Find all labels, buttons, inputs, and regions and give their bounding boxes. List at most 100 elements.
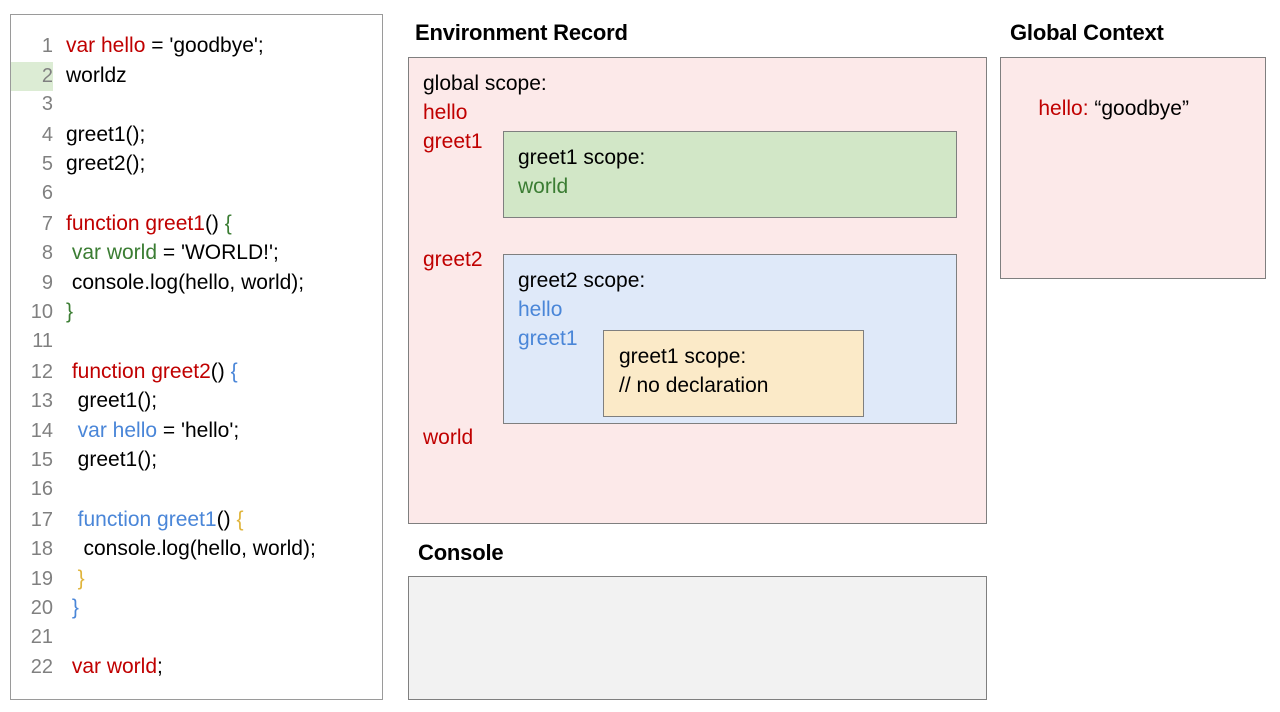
- code-token: {: [236, 507, 244, 531]
- line-number: 21: [30, 625, 53, 648]
- code-token: var hello: [66, 418, 158, 442]
- code-line[interactable]: 8 var world = 'WORLD!';: [11, 238, 382, 268]
- line-number: 20: [30, 597, 53, 620]
- global-binding-greet1: greet1: [423, 130, 483, 153]
- code-line-text: var hello = 'hello';: [53, 416, 240, 446]
- global-context-title: Global Context: [1010, 20, 1164, 45]
- greet1-scope-box: greet1 scope: world: [503, 131, 957, 218]
- code-token: function greet1: [66, 507, 217, 531]
- environment-record-title: Environment Record: [415, 20, 628, 45]
- line-number: 10: [30, 301, 53, 324]
- code-line[interactable]: 16: [11, 475, 382, 505]
- code-token: ;: [157, 655, 163, 679]
- code-line-text: var world = 'WORLD!';: [53, 238, 279, 268]
- code-line[interactable]: 3: [11, 90, 382, 120]
- code-line-text: greet1();: [53, 445, 157, 475]
- code-token: (): [216, 507, 237, 531]
- code-line[interactable]: 12 function greet2() {: [11, 357, 382, 387]
- code-token: var world: [66, 655, 158, 679]
- nested-greet1-scope-box: greet1 scope: // no declaration: [603, 330, 864, 417]
- console-output: [409, 577, 986, 597]
- greet2-scope-binding-hello: hello: [518, 298, 563, 321]
- greet1-scope-binding-world: world: [518, 175, 569, 198]
- code-token: {: [230, 359, 238, 383]
- code-line[interactable]: 9 console.log(hello, world);: [11, 268, 382, 298]
- code-line[interactable]: 22 var world;: [11, 652, 382, 682]
- global-binding-greet2: greet2: [423, 248, 483, 271]
- code-line[interactable]: 11: [11, 327, 382, 357]
- code-line[interactable]: 17 function greet1() {: [11, 505, 382, 535]
- environment-record-box: global scope: hello greet1 greet2 world …: [408, 57, 987, 524]
- line-number: 18: [30, 538, 53, 561]
- global-context-entry-key: hello:: [1038, 97, 1089, 120]
- code-line-text: function greet1() {: [53, 505, 244, 535]
- code-token: greet2();: [66, 152, 146, 176]
- code-token: var hello: [66, 34, 146, 57]
- console-box[interactable]: [408, 576, 987, 700]
- code-line[interactable]: 13 greet1();: [11, 386, 382, 416]
- line-number: 9: [41, 271, 53, 294]
- code-token: = 'goodbye';: [145, 34, 264, 57]
- code-line[interactable]: 20 }: [11, 593, 382, 623]
- code-token: }: [66, 300, 74, 324]
- code-token: greet1();: [66, 122, 146, 146]
- code-token: worldz: [66, 63, 127, 87]
- code-line-text: }: [53, 297, 73, 327]
- line-number: 6: [41, 181, 53, 204]
- line-number: 1: [41, 35, 53, 57]
- line-number: 8: [41, 242, 53, 265]
- code-token: {: [224, 211, 232, 235]
- line-number: 12: [30, 360, 53, 383]
- code-line[interactable]: 15 greet1();: [11, 445, 382, 475]
- line-number: 2: [11, 61, 53, 92]
- global-context-entry-value: “goodbye”: [1088, 97, 1189, 120]
- greet1-scope-title: greet1 scope:: [518, 146, 646, 169]
- code-token: greet1();: [66, 389, 158, 413]
- code-token: var world: [66, 241, 158, 265]
- code-token: function greet1: [66, 211, 205, 235]
- code-token: = 'hello';: [157, 418, 240, 442]
- line-number: 11: [32, 329, 53, 352]
- line-number: 13: [30, 390, 53, 413]
- code-line[interactable]: 14 var hello = 'hello';: [11, 416, 382, 446]
- line-number: 22: [30, 656, 53, 679]
- code-line-text: console.log(hello, world);: [53, 268, 304, 298]
- greet2-scope-title: greet2 scope:: [518, 269, 646, 292]
- code-line-text: }: [53, 593, 79, 623]
- line-number: 19: [30, 567, 53, 590]
- code-line-text: function greet1() {: [53, 209, 232, 239]
- code-line[interactable]: 10}: [11, 297, 382, 327]
- code-line-text: greet2();: [53, 149, 145, 179]
- code-line[interactable]: 18 console.log(hello, world);: [11, 534, 382, 564]
- code-line-text: var world;: [53, 652, 163, 682]
- code-token: console.log(hello, world);: [66, 270, 305, 294]
- global-scope-label: global scope:: [423, 72, 547, 95]
- code-line-text: function greet2() {: [53, 357, 238, 387]
- console-title: Console: [418, 540, 504, 565]
- code-line[interactable]: 2 worldz: [11, 61, 382, 92]
- code-token: }: [66, 566, 85, 590]
- code-line-text: var hello = 'goodbye';: [53, 31, 264, 61]
- line-number: 17: [30, 508, 53, 531]
- line-number: 15: [30, 449, 53, 472]
- global-context-box: hello: “goodbye”: [1000, 57, 1266, 279]
- code-line-text: }: [53, 564, 85, 594]
- code-line-text: worldz: [53, 61, 127, 91]
- code-line-text: greet1();: [53, 386, 157, 416]
- code-token: (): [204, 211, 225, 235]
- code-token: greet1();: [66, 448, 158, 472]
- line-number: 16: [30, 477, 53, 500]
- code-line[interactable]: 6: [11, 179, 382, 209]
- nested-greet1-scope-note: // no declaration: [619, 374, 769, 397]
- code-token: function greet2: [66, 359, 211, 383]
- nested-greet1-scope-title: greet1 scope:: [619, 345, 747, 368]
- global-binding-world: world: [423, 426, 474, 449]
- code-line[interactable]: 19 }: [11, 564, 382, 594]
- code-line[interactable]: 21: [11, 623, 382, 653]
